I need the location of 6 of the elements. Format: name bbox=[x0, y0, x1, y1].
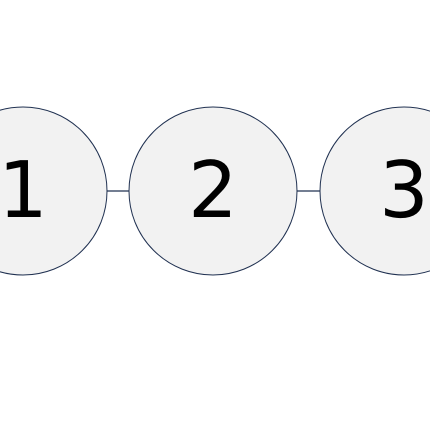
step-number: 1 bbox=[0, 146, 48, 236]
circle-node bbox=[128, 106, 298, 276]
step-number: 3 bbox=[379, 146, 429, 236]
step-number: 2 bbox=[188, 146, 238, 236]
connector-line bbox=[297, 190, 320, 192]
connector-line bbox=[107, 190, 129, 192]
